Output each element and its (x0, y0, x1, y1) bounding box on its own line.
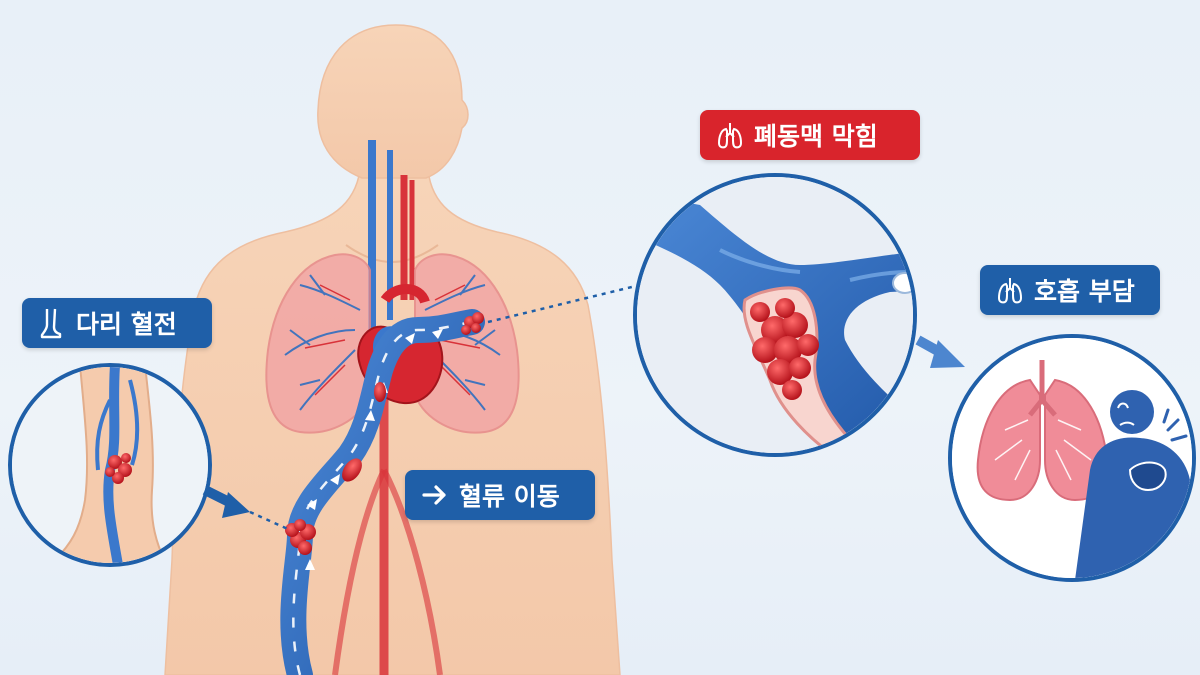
pulmonary-embolism-label: 폐동맥 막힘 (700, 110, 920, 160)
breathing-burden-text: 호흡 부담 (1034, 277, 1135, 306)
blood-flow-text: 혈류 이동 (459, 482, 560, 511)
lungs-icon (716, 119, 744, 151)
pulmonary-embolism-text: 폐동맥 막힘 (754, 122, 878, 151)
clot-in-lung (461, 312, 484, 335)
lungs-illustration (265, 253, 520, 434)
pulmonary-artery-circle (633, 173, 917, 457)
human-body (164, 24, 621, 675)
lungs-icon (996, 274, 1024, 306)
clot-in-vein (285, 519, 316, 555)
arrow-leg-to-body (202, 485, 291, 532)
breathing-burden-circle (948, 334, 1196, 582)
leg-clot-label: 다리 혈전 (22, 298, 212, 348)
breathing-burden-label: 호흡 부담 (980, 265, 1160, 315)
clot-moving-1 (342, 458, 362, 482)
leg-clot-circle (8, 363, 212, 567)
leg-clot-text: 다리 혈전 (76, 310, 177, 339)
blood-flow-label: 혈류 이동 (405, 470, 595, 520)
clot-moving-2 (374, 382, 386, 402)
arrow-to-breathing (915, 335, 965, 368)
clot-blockage (750, 298, 819, 400)
arrow-right-icon (421, 479, 449, 511)
embolus-path (280, 309, 485, 675)
leg-icon (38, 307, 66, 339)
great-vessels (332, 140, 443, 675)
